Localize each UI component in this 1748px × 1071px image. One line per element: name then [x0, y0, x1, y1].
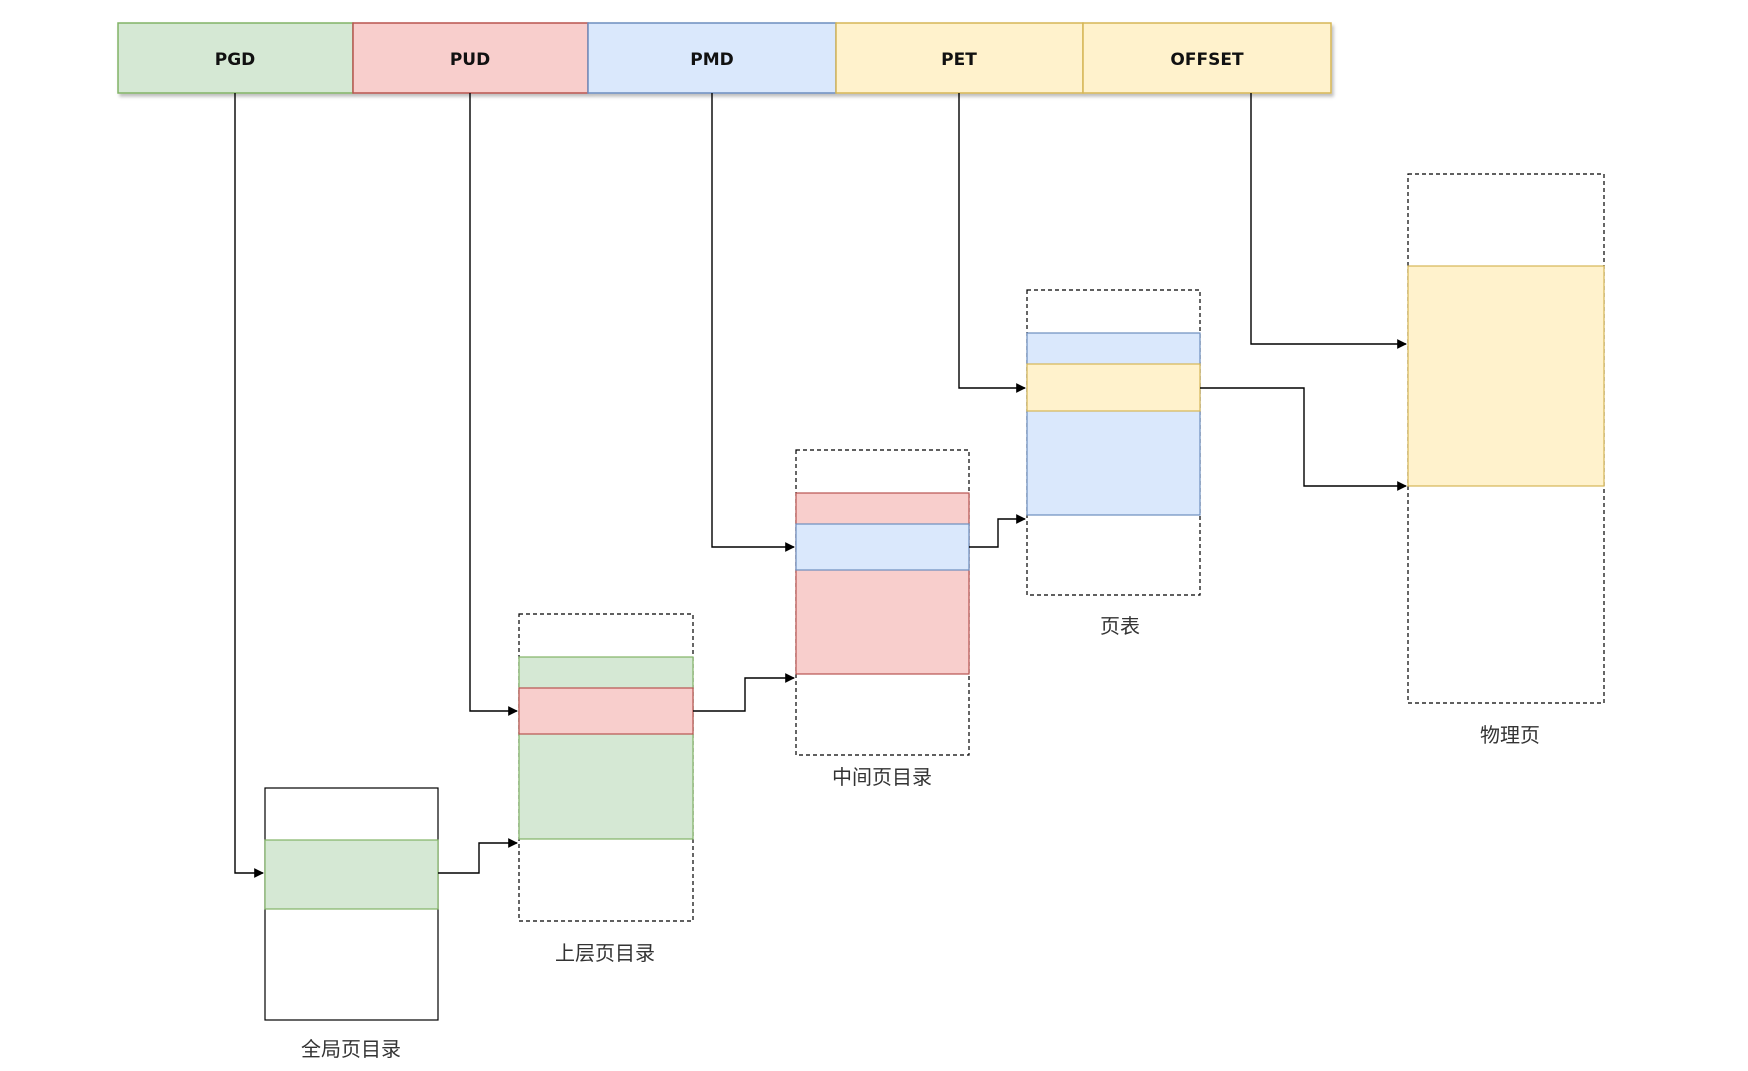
virtual-address-bar [117, 22, 1332, 94]
global-page-directory-caption: 全局页目录 [301, 1037, 401, 1061]
middle-page-directory [795, 449, 970, 756]
pgd-arrow [234, 93, 264, 878]
page-table-entry [1026, 363, 1201, 412]
global-page-directory [264, 787, 439, 1021]
field-offset-label: OFFSET [1170, 50, 1244, 70]
middle-entry [795, 523, 970, 571]
page-table-caption: 页表 [1100, 614, 1140, 638]
field-pmd [587, 22, 837, 94]
middle-region [795, 492, 970, 675]
connectors [234, 93, 1407, 878]
middle-to-pagetable-arrow [969, 514, 1026, 548]
field-pmd-label: PMD [690, 50, 734, 70]
page-table-region [1026, 332, 1201, 516]
pud-arrow [469, 93, 518, 716]
field-pud [352, 22, 589, 94]
field-pgd [117, 22, 354, 94]
upper-page-directory-caption: 上层页目录 [555, 941, 655, 965]
physical-page [1407, 173, 1605, 704]
offset-arrow [1250, 93, 1407, 349]
upper-region [518, 656, 694, 840]
field-offset [1082, 22, 1332, 94]
page-table [1026, 289, 1201, 596]
upper-entry [518, 687, 694, 735]
pet-arrow [958, 93, 1026, 393]
physical-page-frame [1407, 265, 1605, 487]
physical-page-caption: 物理页 [1480, 723, 1540, 747]
upper-to-middle-arrow [693, 673, 795, 712]
global-to-upper-arrow [438, 838, 518, 874]
field-pet [835, 22, 1084, 94]
pmd-arrow [711, 93, 795, 552]
field-pgd-label: PGD [215, 50, 256, 70]
field-pet-label: PET [941, 50, 977, 70]
pagetable-to-physical-arrow [1200, 387, 1407, 491]
field-pud-label: PUD [450, 50, 490, 70]
middle-page-directory-caption: 中间页目录 [832, 765, 932, 789]
upper-page-directory [518, 613, 694, 922]
global-entry [264, 839, 439, 910]
